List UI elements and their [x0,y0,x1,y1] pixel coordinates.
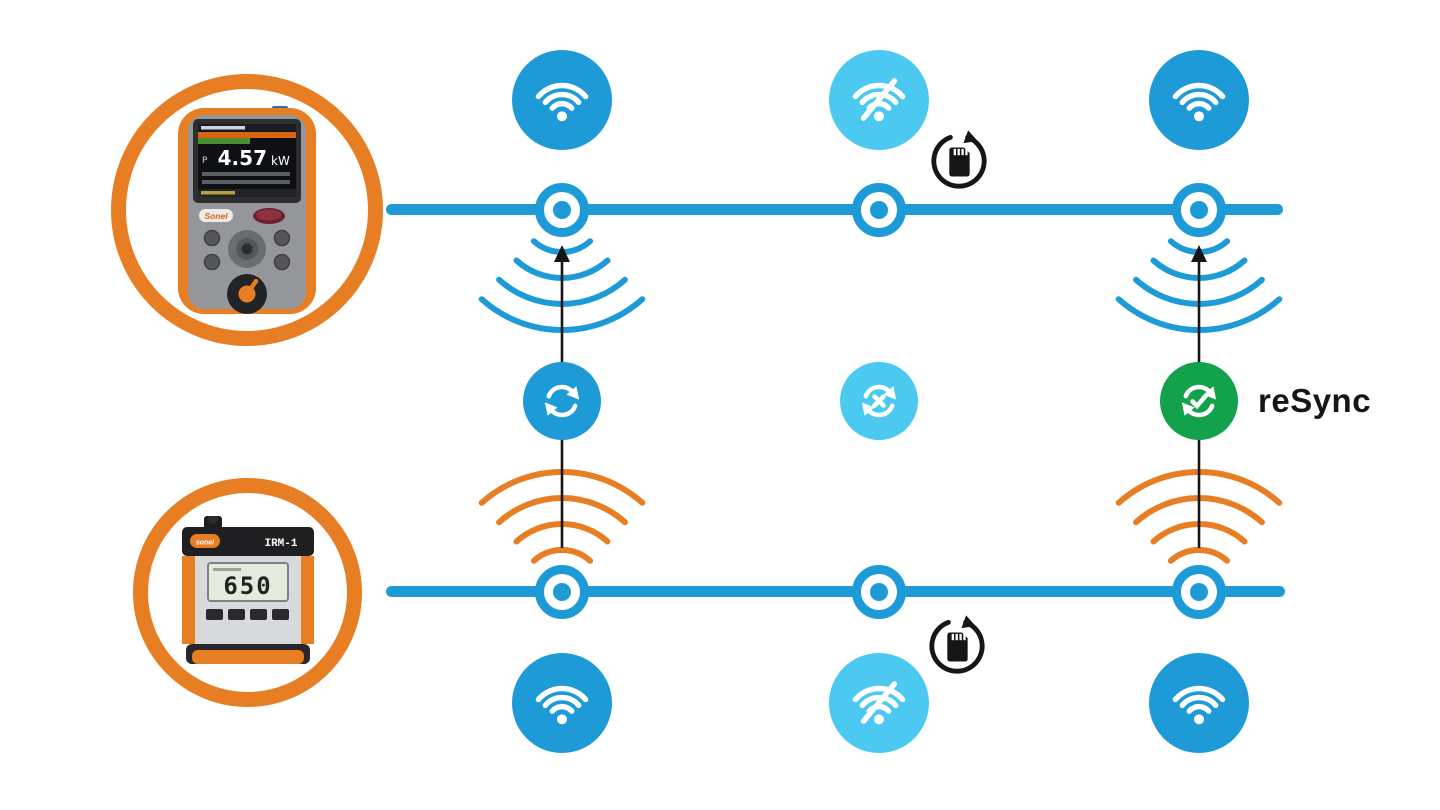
recorder-brand-logo: sonel [196,540,215,547]
recorder-button [272,609,289,620]
wifi-on-icon [1149,653,1249,753]
analyzer-screen-value: 4.57 [218,146,267,170]
circular-arrow [931,134,987,189]
wifi-on-icon [1149,50,1249,150]
recorder-model-label: IRM-1 [264,538,297,550]
sd-card [947,632,968,662]
sync-icon [523,362,601,440]
sd-card-backup-icon [931,130,987,189]
analyzer-brand-logo: Sonel [204,211,228,221]
timeline-node-bottom-1 [535,565,589,619]
wifi-glyph [535,82,589,122]
recorder-lcd: 650 [207,562,289,602]
timeline-node-top-1 [535,183,589,237]
slash [860,78,898,121]
timeline-node-top-2 [852,183,906,237]
analyzer-timeline [386,204,1283,215]
sync-success-icon [1160,362,1238,440]
analyzer-screen-param: P [202,156,208,166]
recorder-button [228,609,245,620]
wifi-off-glyph [852,78,906,122]
recorder-display-value: 650 [223,572,272,600]
sync-arrows-glyph [544,384,580,418]
wifi-glyph [535,685,589,725]
sync-failed-icon [840,362,918,440]
timeline-node-bottom-3 [1172,565,1226,619]
timeline-node-bottom-2 [852,565,906,619]
analyzer-screen-unit: kW [271,154,290,168]
wifi-glyph [1172,82,1226,122]
analyzer-device-image: P 4.57 kW Sonel [178,106,316,314]
recorder-timeline [386,586,1285,597]
sync-success-glyph [1181,384,1217,418]
resync-label: reSync [1258,382,1372,419]
wifi-off-icon [829,50,929,150]
recorder-button [250,609,267,620]
analyzer-screen: P 4.57 kW [198,124,296,197]
circular-arrow [929,619,985,674]
slash [860,681,898,724]
wifi-on-icon [512,653,612,753]
wifi-glyph [1172,685,1226,725]
recorder-button [206,609,223,620]
wifi-off-glyph [852,681,906,725]
sd-card-backup-icon [929,615,985,674]
timeline-node-top-3 [1172,183,1226,237]
sync-failed-glyph [861,384,897,418]
sd-card [949,147,970,177]
wifi-off-icon [829,653,929,753]
analyzer-rotary-knob [227,274,267,314]
recorder-device-image: sonel IRM-1 650 [182,516,314,664]
x-mark [872,394,886,408]
check-mark [1190,393,1209,410]
wifi-on-icon [512,50,612,150]
